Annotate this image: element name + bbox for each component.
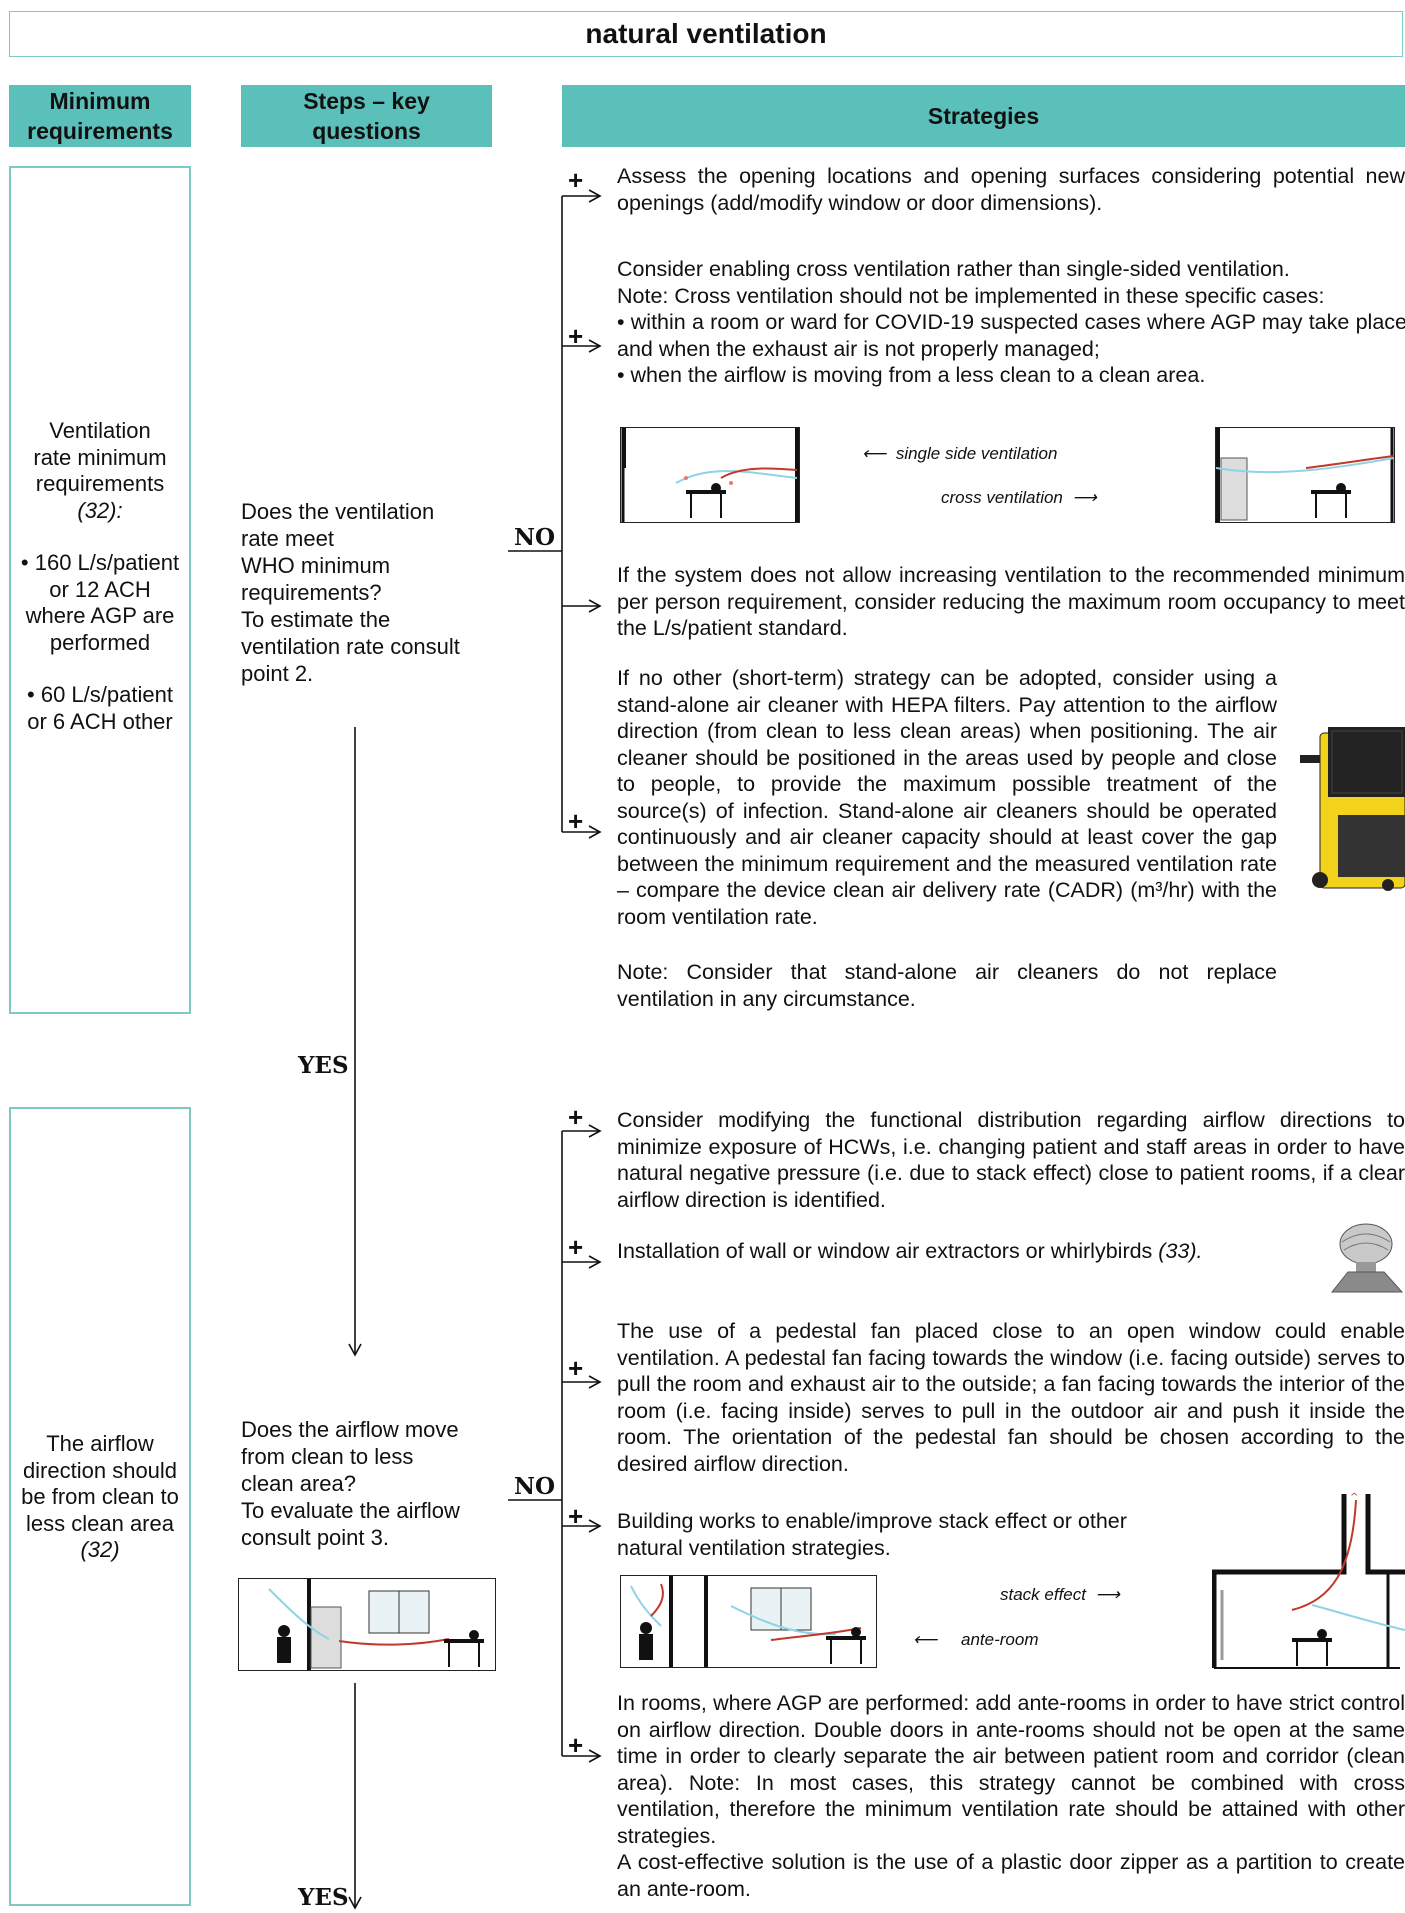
header-line: Steps – key: [303, 88, 430, 114]
req-line: (32):: [77, 497, 123, 523]
req-line: (32): [80, 1537, 120, 1562]
strategy-text: Installation of wall or window air extra…: [617, 1239, 1159, 1263]
no-label: NO: [514, 1473, 556, 1500]
question-line: rate meet: [241, 526, 334, 551]
question-line: WHO minimum: [241, 553, 391, 578]
arrow-right-icon: ⟶: [1072, 488, 1097, 507]
req-line: where AGP are: [25, 603, 175, 628]
yes-label: YES: [298, 1884, 349, 1911]
plus-icon: +: [568, 1102, 584, 1132]
plus-icon: +: [568, 321, 584, 351]
single-side-caption: ⟵ single side ventilation: [862, 444, 1057, 464]
stack-effect-illustration: ^: [1212, 1492, 1405, 1669]
strategy-cross-ventilation: Consider enabling cross ventilation rath…: [617, 256, 1405, 389]
plus-icon: +: [568, 1730, 584, 1760]
question-line: Does the ventilation: [241, 499, 435, 524]
req-line: • 60 L/s/patient: [27, 682, 173, 707]
room-drawing: [621, 428, 799, 522]
req-line: • 160 L/s/patient: [20, 550, 180, 575]
req-line: Ventilation: [49, 418, 151, 443]
caption-text: ante-room: [961, 1630, 1039, 1649]
req-line: or 12 ACH: [49, 576, 151, 602]
strategy-building-works: Building works to enable/improve stack e…: [617, 1508, 1237, 1561]
strategy-whirlybirds: Installation of wall or window air extra…: [617, 1238, 1297, 1265]
req-line: requirements: [35, 471, 165, 496]
ante-room-caption: ⟵ ante-room: [913, 1630, 1038, 1650]
strategy-line: Consider enabling cross ventilation rath…: [617, 257, 1290, 281]
question-line: clean area?: [241, 1471, 356, 1496]
cross-ventilation-caption: cross ventilation ⟶: [941, 488, 1097, 508]
header-line: questions: [312, 118, 421, 144]
yes-label: YES: [298, 1052, 349, 1079]
plus-icon: +: [568, 165, 584, 195]
req-line: performed: [49, 629, 151, 655]
question-line: ventilation rate consult: [241, 634, 460, 659]
header-strategies: Strategies: [562, 85, 1405, 147]
strategy-air-cleaner: If no other (short-term) strategy can be…: [617, 666, 1277, 929]
single-side-ventilation-illustration: [620, 427, 800, 523]
cross-ventilation-illustration: [1215, 427, 1395, 523]
strategy-pedestal-fan: The use of a pedestal fan placed close t…: [617, 1319, 1405, 1476]
strategy-reduce-occupancy: If the system does not allow increasing …: [617, 563, 1405, 640]
question-line: To evaluate the airflow: [241, 1498, 460, 1523]
svg-text:^: ^: [1350, 1492, 1358, 1503]
requirement-box-airflow-direction: The airflow direction should be from cle…: [9, 1107, 191, 1906]
plus-icon: +: [568, 1232, 584, 1262]
ante-room-illustration: [620, 1575, 877, 1668]
arrow-right-icon: ⟶: [1095, 1585, 1120, 1604]
arrow-left-icon: ⟵: [862, 444, 887, 463]
caption-text: cross ventilation: [941, 488, 1063, 507]
plus-icon: +: [568, 1353, 584, 1383]
no-label: NO: [514, 524, 556, 551]
strategy-line: • within a room or ward for COVID-19 sus…: [617, 310, 1405, 361]
header-line: Minimum: [49, 88, 151, 114]
req-line: rate minimum: [33, 444, 167, 470]
req-line: The airflow: [46, 1431, 154, 1456]
arrow-left-icon: ⟵: [913, 1630, 938, 1649]
air-cleaner-image: [1300, 727, 1405, 891]
question-line: To estimate the: [241, 607, 391, 632]
stack-effect-caption: stack effect ⟶: [1000, 1585, 1120, 1605]
question-airflow-direction: Does the airflow move from clean to less…: [241, 1416, 501, 1551]
strategy-functional-distribution: Consider modifying the functional distri…: [617, 1108, 1405, 1212]
airflow-question-illustration: [238, 1578, 496, 1671]
req-line: or 6 ACH other: [27, 708, 173, 734]
question-line: from clean to less: [241, 1444, 414, 1469]
req-line: be from clean to: [21, 1484, 179, 1509]
room-drawing: [268, 1579, 484, 1670]
strategy-door-zipper: A cost-effective solution is the use of …: [617, 1850, 1405, 1901]
question-line: consult point 3.: [241, 1525, 389, 1550]
caption-text: single side ventilation: [895, 444, 1058, 463]
caption-text: stack effect: [1000, 1585, 1086, 1604]
page-title: natural ventilation: [9, 11, 1403, 57]
room-drawing: [630, 1576, 866, 1667]
question-line: point 2.: [241, 661, 314, 686]
strategy-air-cleaner-note: Note: Consider that stand-alone air clea…: [617, 960, 1277, 1011]
strategy-line: Building works to enable/improve stack e…: [617, 1509, 1127, 1533]
room-drawing: [1215, 428, 1395, 522]
req-line: less clean area: [26, 1510, 174, 1536]
strategy-line: Note: Cross ventilation should not be im…: [617, 283, 1325, 308]
plus-icon: +: [568, 806, 584, 836]
question-line: requirements?: [241, 580, 382, 605]
strategy-ante-rooms: In rooms, where AGP are performed: add a…: [617, 1691, 1405, 1848]
strategy-line: • when the airflow is moving from a less…: [617, 363, 1206, 387]
strategy-line: natural ventilation strategies.: [617, 1535, 891, 1560]
reference: (33).: [1158, 1239, 1203, 1263]
header-steps: Steps – key questions: [241, 85, 492, 147]
req-line: direction should: [22, 1457, 178, 1483]
strategy-opening-locations: Assess the opening locations and opening…: [617, 164, 1405, 215]
header-line: requirements: [27, 118, 173, 144]
whirlybird-image: [1330, 1223, 1404, 1293]
header-minimum-requirements: Minimum requirements: [9, 85, 191, 147]
plus-icon: +: [568, 1501, 584, 1531]
question-line: Does the airflow move: [241, 1417, 459, 1442]
requirement-box-ventilation-rate: Ventilation rate minimum requirements (3…: [9, 166, 191, 1014]
question-ventilation-rate: Does the ventilation rate meet WHO minim…: [241, 498, 501, 687]
